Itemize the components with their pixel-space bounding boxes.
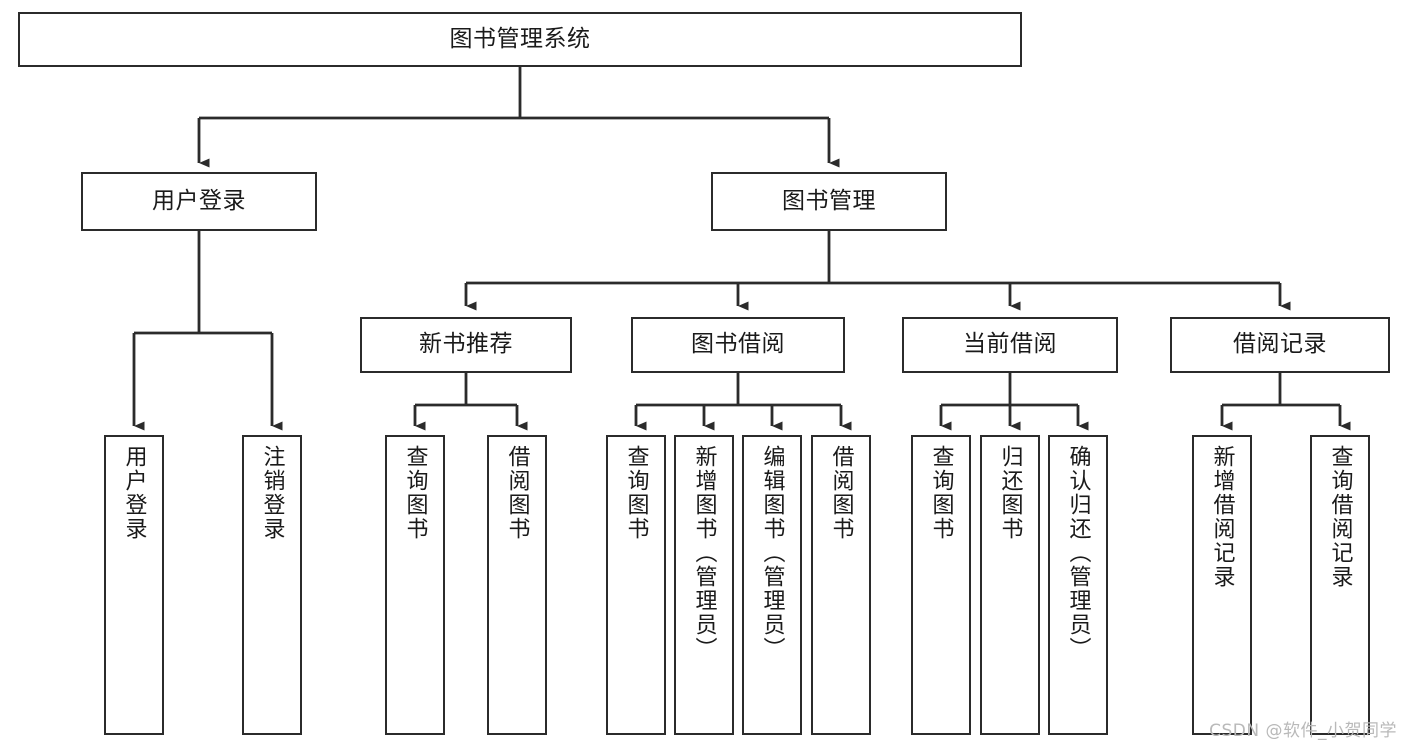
node-new-book-recommend[interactable]: 新书推荐	[360, 317, 572, 373]
leaf-add-book-label: 新增图书（管理员）	[691, 445, 717, 661]
leaf-edit-book-label: 编辑图书（管理员）	[759, 445, 785, 661]
leaf-query-book-1-label: 查询图书	[402, 445, 428, 541]
leaf-confirm-return[interactable]: 确认归还（管理员）	[1048, 435, 1108, 735]
leaf-add-record-label: 新增借阅记录	[1209, 445, 1235, 589]
leaf-query-book-1[interactable]: 查询图书	[385, 435, 445, 735]
node-user-login[interactable]: 用户登录	[81, 172, 317, 231]
leaf-user-login[interactable]: 用户登录	[104, 435, 164, 735]
leaf-borrow-book-2-label: 借阅图书	[828, 445, 854, 541]
leaf-logout-login-label: 注销登录	[259, 445, 285, 541]
node-root-label: 图书管理系统	[449, 25, 591, 52]
leaf-borrow-book-1[interactable]: 借阅图书	[487, 435, 547, 735]
node-borrow-record-label: 借阅记录	[1233, 331, 1327, 358]
leaf-edit-book[interactable]: 编辑图书（管理员）	[742, 435, 802, 735]
leaf-query-book-2[interactable]: 查询图书	[606, 435, 666, 735]
leaf-query-record-label: 查询借阅记录	[1327, 445, 1353, 589]
node-root[interactable]: 图书管理系统	[18, 12, 1022, 67]
node-book-manage[interactable]: 图书管理	[711, 172, 947, 231]
node-new-book-recommend-label: 新书推荐	[419, 331, 513, 358]
leaf-query-book-3[interactable]: 查询图书	[911, 435, 971, 735]
leaf-confirm-return-label: 确认归还（管理员）	[1065, 445, 1091, 661]
leaf-query-book-2-label: 查询图书	[623, 445, 649, 541]
watermark: CSDN @软件_小贺同学	[1209, 721, 1397, 741]
node-book-manage-label: 图书管理	[782, 187, 876, 214]
node-book-borrow[interactable]: 图书借阅	[631, 317, 845, 373]
node-user-login-label: 用户登录	[152, 187, 246, 214]
leaf-return-book[interactable]: 归还图书	[980, 435, 1040, 735]
node-current-borrow-label: 当前借阅	[963, 331, 1057, 358]
leaf-query-book-3-label: 查询图书	[928, 445, 954, 541]
leaf-logout-login[interactable]: 注销登录	[242, 435, 302, 735]
node-book-borrow-label: 图书借阅	[691, 331, 785, 358]
leaf-borrow-book-1-label: 借阅图书	[504, 445, 530, 541]
node-borrow-record[interactable]: 借阅记录	[1170, 317, 1390, 373]
leaf-user-login-label: 用户登录	[121, 445, 147, 541]
leaf-return-book-label: 归还图书	[997, 445, 1023, 541]
node-current-borrow[interactable]: 当前借阅	[902, 317, 1118, 373]
leaf-borrow-book-2[interactable]: 借阅图书	[811, 435, 871, 735]
leaf-query-record[interactable]: 查询借阅记录	[1310, 435, 1370, 735]
leaf-add-book[interactable]: 新增图书（管理员）	[674, 435, 734, 735]
leaf-add-record[interactable]: 新增借阅记录	[1192, 435, 1252, 735]
